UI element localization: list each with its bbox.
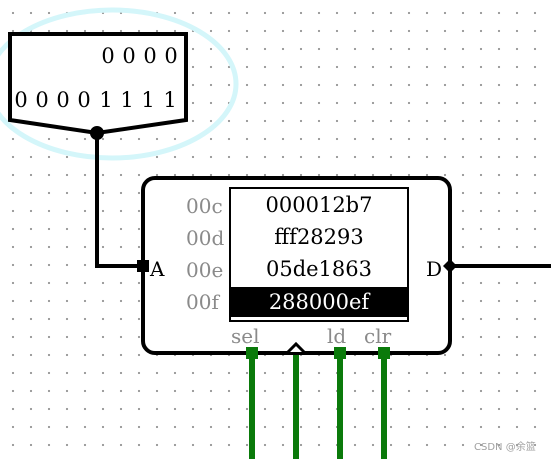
splitter-bottom-bit: 1 bbox=[120, 88, 134, 112]
memory-cell[interactable]: fff28293 bbox=[231, 222, 407, 252]
address-label: 00f bbox=[186, 290, 219, 314]
address-label: 00d bbox=[186, 226, 225, 250]
address-label: 00e bbox=[186, 258, 224, 282]
ld-pin[interactable] bbox=[334, 347, 346, 359]
highlight-ellipse bbox=[0, 7, 239, 161]
splitter-bottom-bit: 0 bbox=[56, 88, 70, 112]
memory-cell[interactable]: 05de1863 bbox=[231, 254, 407, 284]
data-port[interactable] bbox=[443, 259, 457, 273]
splitter-bottom-bit: 0 bbox=[35, 88, 49, 112]
address-label: 00c bbox=[186, 194, 223, 218]
ld-pin-label: ld bbox=[327, 324, 347, 348]
clr-pin[interactable] bbox=[378, 347, 390, 359]
data-port-label: D bbox=[426, 257, 443, 281]
splitter-top-bit: 0 bbox=[143, 44, 157, 68]
address-port[interactable] bbox=[137, 260, 149, 272]
clr-pin-label: clr bbox=[364, 324, 392, 348]
splitter-top-bit: 0 bbox=[101, 44, 115, 68]
clock-triangle-icon bbox=[286, 341, 306, 354]
splitter-body[interactable] bbox=[8, 32, 188, 136]
sel-pin-label: sel bbox=[231, 324, 260, 348]
memory-cell[interactable]: 000012b7 bbox=[231, 190, 407, 220]
splitter-bottom-bit: 1 bbox=[163, 88, 177, 112]
address-port-label: A bbox=[150, 257, 165, 281]
splitter-bottom-bit: 1 bbox=[141, 88, 155, 112]
splitter-bottom-bit: 0 bbox=[14, 88, 28, 112]
memory-cell-selected[interactable]: 288000ef bbox=[231, 287, 407, 317]
splitter-top-bit: 0 bbox=[164, 44, 178, 68]
splitter-bottom-bit: 1 bbox=[99, 88, 113, 112]
address-wire[interactable] bbox=[95, 133, 142, 268]
splitter-bottom-bit: 0 bbox=[77, 88, 91, 112]
watermark: CSDN @余篮 bbox=[474, 442, 536, 453]
splitter-top-bit: 0 bbox=[122, 44, 136, 68]
splitter-output-dot bbox=[90, 126, 104, 140]
sel-pin[interactable] bbox=[246, 347, 258, 359]
